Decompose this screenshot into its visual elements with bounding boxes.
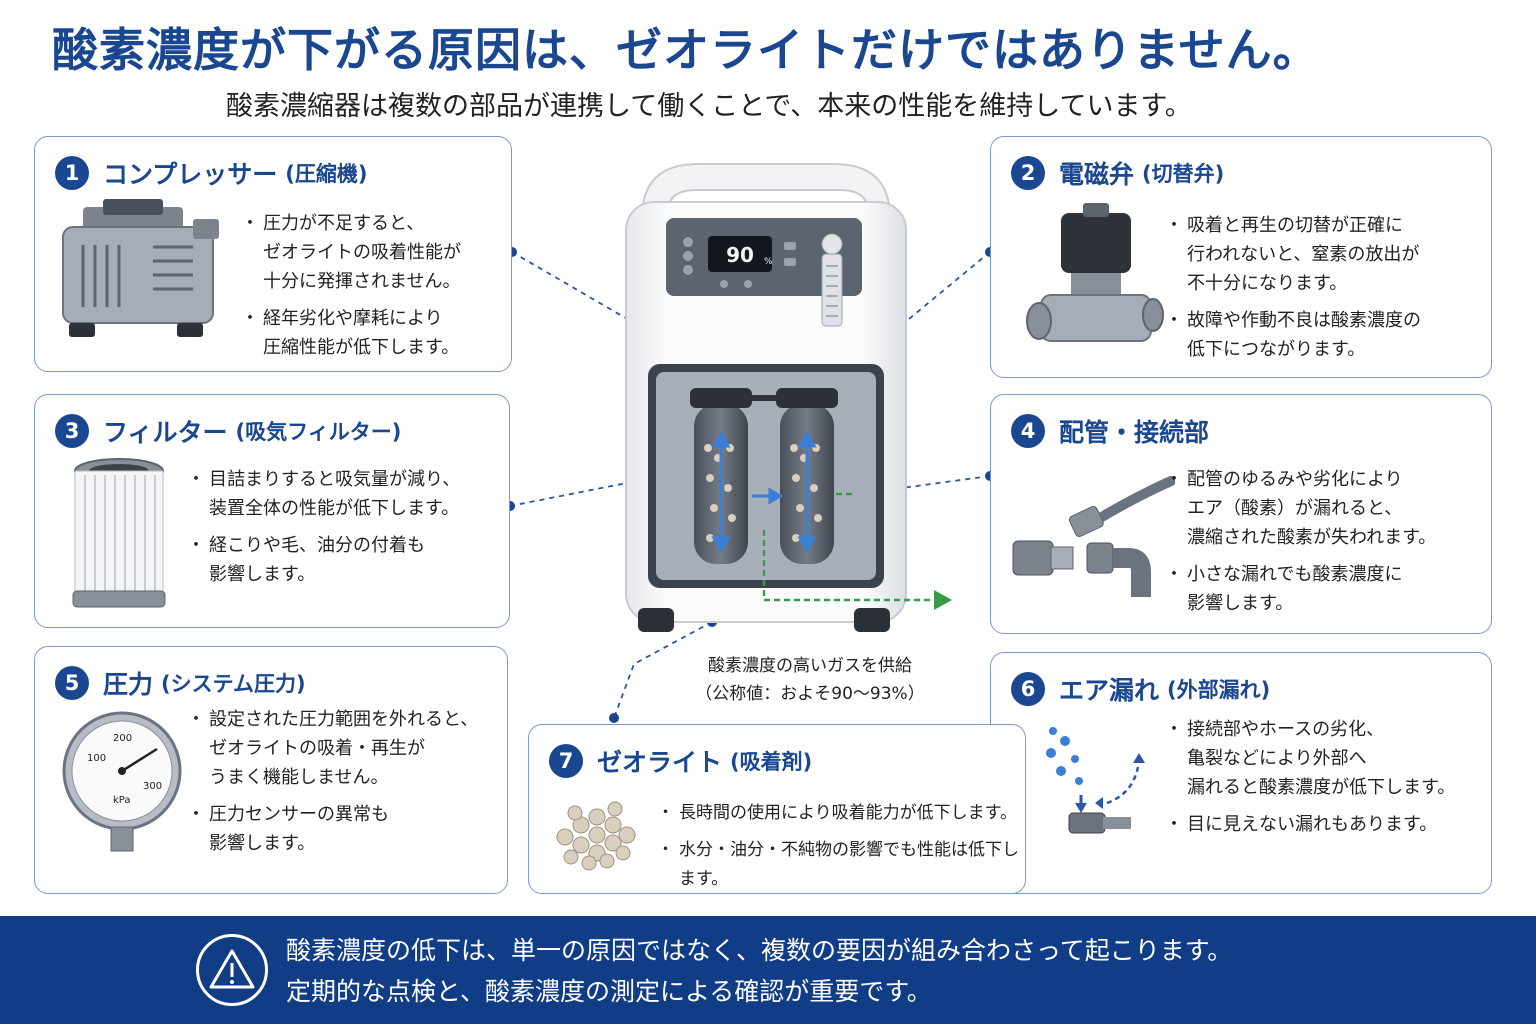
card-filter-header: 3 フィルター (吸気フィルター) xyxy=(55,413,401,449)
card-solenoid-valve: 2 電磁弁 (切替弁) 吸着と再生の切替が正確に 行われないと、窒素の放出が 不… xyxy=(990,136,1492,378)
gauge-tick-100: 100 xyxy=(87,753,106,764)
bullet-item: 目に見えない漏れもあります。 xyxy=(1165,810,1455,839)
number-badge: 6 xyxy=(1011,672,1045,706)
number-badge: 2 xyxy=(1011,156,1045,190)
display-unit: % xyxy=(764,257,773,267)
display-value: 90 xyxy=(726,243,754,267)
card-filter: 3 フィルター (吸気フィルター) 目詰まりすると吸気量が減り、 装置全体の性能… xyxy=(34,394,510,628)
bullet-item: 水分・油分・不純物の影響でも性能は低下します。 xyxy=(657,836,1025,894)
number-badge: 5 xyxy=(55,666,89,700)
bullet-item: 小さな漏れでも酸素濃度に 影響します。 xyxy=(1165,560,1436,618)
card-air-leak-bullets: 接続部やホースの劣化、 亀裂などにより外部へ 漏れると酸素濃度が低下します。 目… xyxy=(1165,715,1455,847)
card-solenoid-valve-bullets: 吸着と再生の切替が正確に 行われないと、窒素の放出が 不十分になります。 故障や… xyxy=(1165,211,1421,372)
footer-message: 酸素濃度の低下は、単一の原因ではなく、複数の要因が組み合わさって起こります。 定… xyxy=(286,930,1232,1012)
bullet-item: 長時間の使用により吸着能力が低下します。 xyxy=(657,799,1025,828)
card-pressure: 5 圧力 (システム圧力) 100 200 300 kPa 設定された圧力範囲を… xyxy=(34,646,508,894)
oxygen-concentrator-illustration: 90 % xyxy=(625,163,952,632)
card-title: ゼオライト xyxy=(597,748,723,777)
gauge-tick-200: 200 xyxy=(113,733,132,744)
bullet-item: 設定された圧力範囲を外れると、 ゼオライトの吸着・再生が うまく機能しません。 xyxy=(187,705,478,792)
card-subtitle: (吸気フィルター) xyxy=(235,420,402,444)
card-zeolite: 7 ゼオライト (吸着剤) 長時間の使用により吸着能力が低下します。 水分・油分… xyxy=(528,724,1026,894)
pressure-gauge-illustration: 100 200 300 kPa xyxy=(62,711,182,852)
card-pressure-header: 5 圧力 (システム圧力) xyxy=(55,665,306,701)
card-subtitle: (切替弁) xyxy=(1142,162,1225,186)
filter-illustration xyxy=(72,458,166,608)
card-piping: 4 配管・接続部 配管のゆるみや劣化により エア（酸素）が漏れると、 濃縮された… xyxy=(990,394,1492,634)
air-leak-illustration xyxy=(1046,727,1145,834)
card-compressor-header: 1 コンプレッサー (圧縮機) xyxy=(55,155,367,191)
card-pressure-bullets: 設定された圧力範囲を外れると、 ゼオライトの吸着・再生が うまく機能しません。 … xyxy=(187,705,478,866)
card-air-leak-header: 6 エア漏れ (外部漏れ) xyxy=(1011,671,1270,707)
number-badge: 1 xyxy=(55,156,89,190)
bullet-item: 配管のゆるみや劣化により エア（酸素）が漏れると、 濃縮された酸素が失われます。 xyxy=(1165,465,1436,552)
card-title: 配管・接続部 xyxy=(1059,418,1210,447)
card-subtitle: (システム圧力) xyxy=(161,672,306,696)
card-subtitle: (圧縮機) xyxy=(285,162,368,186)
page-subtitle: 酸素濃縮器は複数の部品が連携して働くことで、本来の性能を維持しています。 xyxy=(226,91,1192,122)
number-badge: 3 xyxy=(55,414,89,448)
card-solenoid-valve-header: 2 電磁弁 (切替弁) xyxy=(1011,155,1224,191)
warning-icon xyxy=(196,934,268,1006)
number-badge: 7 xyxy=(549,744,583,778)
bullet-item: 目詰まりすると吸気量が減り、 装置全体の性能が低下します。 xyxy=(187,465,460,523)
footer-banner: 酸素濃度の低下は、単一の原因ではなく、複数の要因が組み合わさって起こります。 定… xyxy=(0,916,1536,1024)
number-badge: 4 xyxy=(1011,414,1045,448)
bullet-item: 接続部やホースの劣化、 亀裂などにより外部へ 漏れると酸素濃度が低下します。 xyxy=(1165,715,1455,802)
card-air-leak: 6 エア漏れ (外部漏れ) 接続部やホースの劣化、 亀裂などにより外部へ 漏れる… xyxy=(990,652,1492,894)
gauge-tick-300: 300 xyxy=(143,781,162,792)
supply-caption: 酸素濃度の高いガスを供給 （公称値：およそ90〜93%） xyxy=(690,652,930,708)
gauge-unit: kPa xyxy=(113,795,131,806)
card-subtitle: (吸着剤) xyxy=(730,750,813,774)
card-title: コンプレッサー xyxy=(103,160,278,189)
card-compressor: 1 コンプレッサー (圧縮機) 圧力が不足すると、 ゼオライトの吸着性能が 十分… xyxy=(34,136,512,372)
card-subtitle: (外部漏れ) xyxy=(1167,678,1271,702)
card-piping-bullets: 配管のゆるみや劣化により エア（酸素）が漏れると、 濃縮された酸素が失われます。… xyxy=(1165,465,1436,626)
supply-caption-line2: （公称値：およそ90〜93%） xyxy=(695,684,925,704)
footer-line2: 定期的な点検と、酸素濃度の測定による確認が重要です。 xyxy=(286,977,932,1006)
bullet-item: 故障や作動不良は酸素濃度の 低下につながります。 xyxy=(1165,306,1421,364)
card-compressor-bullets: 圧力が不足すると、 ゼオライトの吸着性能が 十分に発揮されません。 経年劣化や摩… xyxy=(241,209,461,370)
card-piping-header: 4 配管・接続部 xyxy=(1011,413,1209,449)
bullet-item: 経こりや毛、油分の付着も 影響します。 xyxy=(187,531,460,589)
solenoid-valve-illustration xyxy=(1026,203,1164,342)
supply-caption-line1: 酸素濃度の高いガスを供給 xyxy=(708,656,912,676)
zeolite-beads-illustration xyxy=(556,801,636,871)
card-title: 電磁弁 xyxy=(1059,160,1135,189)
card-title: フィルター xyxy=(103,418,228,447)
bullet-item: 経年劣化や摩耗により 圧縮性能が低下します。 xyxy=(241,304,461,362)
bullet-item: 吸着と再生の切替が正確に 行われないと、窒素の放出が 不十分になります。 xyxy=(1165,211,1421,298)
card-zeolite-bullets: 長時間の使用により吸着能力が低下します。 水分・油分・不純物の影響でも性能は低下… xyxy=(657,799,1025,902)
footer-line1: 酸素濃度の低下は、単一の原因ではなく、複数の要因が組み合わさって起こります。 xyxy=(286,936,1233,965)
piping-illustration xyxy=(1012,476,1175,597)
card-title: 圧力 xyxy=(103,670,154,699)
bullet-item: 圧力が不足すると、 ゼオライトの吸着性能が 十分に発揮されません。 xyxy=(241,209,461,296)
card-title: エア漏れ xyxy=(1059,676,1160,705)
bullet-item: 圧力センサーの異常も 影響します。 xyxy=(187,800,478,858)
card-filter-bullets: 目詰まりすると吸気量が減り、 装置全体の性能が低下します。 経こりや毛、油分の付… xyxy=(187,465,460,597)
compressor-illustration xyxy=(62,199,219,337)
card-zeolite-header: 7 ゼオライト (吸着剤) xyxy=(549,743,812,779)
page-title: 酸素濃度が下がる原因は、ゼオライトだけではありません。 xyxy=(52,23,1320,77)
